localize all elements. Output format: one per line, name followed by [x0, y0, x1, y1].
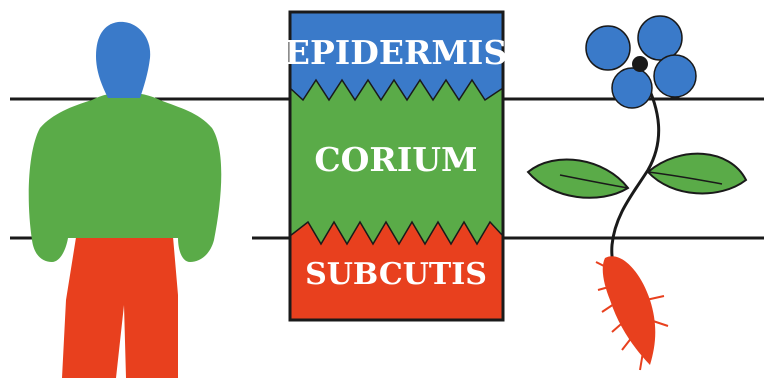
corium-label: CORIUM — [314, 140, 477, 179]
epidermis-label: EPIDERMIS — [285, 33, 507, 72]
plant-flower — [585, 15, 697, 109]
flower-petal-left — [585, 25, 631, 71]
flower-center — [632, 56, 648, 72]
plant-leaf-left-vein — [559, 174, 629, 189]
subcutis-label: SUBCUTIS — [305, 257, 487, 292]
flower-petal-top — [637, 15, 683, 61]
plant-figure — [526, 15, 748, 371]
plant-root-hairs — [595, 261, 669, 371]
human-torso — [28, 92, 222, 262]
human-figure — [28, 21, 222, 378]
human-head — [96, 21, 151, 99]
skin-layers-block: EPIDERMIS CORIUM SUBCUTIS — [285, 10, 507, 322]
flower-petal-bottom — [611, 67, 653, 109]
flower-petal-right — [653, 54, 697, 98]
skin-block-frame — [288, 10, 505, 322]
human-legs — [62, 225, 178, 378]
plant-root — [602, 256, 656, 365]
plant-leaf-right-vein — [647, 171, 723, 185]
